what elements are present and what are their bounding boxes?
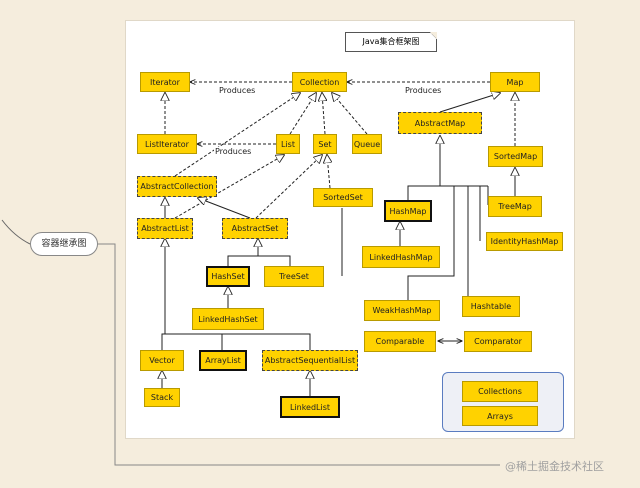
node-weakhashmap[interactable]: WeakHashMap [364, 300, 440, 321]
node-abstractsequentiallist[interactable]: AbstractSequentialList [262, 350, 358, 371]
edge-abslist-list [174, 155, 284, 219]
mind-map-node[interactable]: 容器继承图 [30, 232, 98, 256]
node-hashset[interactable]: HashSet [206, 266, 250, 287]
node-list[interactable]: List [276, 134, 300, 154]
node-comparable[interactable]: Comparable [364, 331, 436, 352]
node-queue[interactable]: Queue [352, 134, 382, 154]
edge-abslist-children [161, 240, 311, 350]
edge-absmap-map [439, 93, 500, 113]
edge-list-collection [289, 93, 316, 135]
edge-abscoll-collection [174, 93, 300, 177]
node-comparator[interactable]: Comparator [464, 331, 532, 352]
edge-label-produces-mid: Produces [214, 147, 253, 156]
node-arraylist[interactable]: ArrayList [199, 350, 247, 371]
node-arrays[interactable]: Arrays [462, 406, 538, 426]
node-abstractmap[interactable]: AbstractMap [398, 112, 482, 134]
node-iterator[interactable]: Iterator [140, 72, 190, 92]
watermark: @稀土掘金技术社区 [505, 460, 604, 473]
edge-absset-set [255, 155, 322, 219]
node-vector[interactable]: Vector [140, 350, 184, 371]
edge-label-produces-right: Produces [404, 86, 443, 95]
edge-absset-abscoll [198, 198, 251, 219]
node-abstractcollection[interactable]: AbstractCollection [137, 176, 217, 197]
edge-sortedset-set [327, 155, 330, 189]
node-set[interactable]: Set [313, 134, 337, 154]
mind-link-bottom [98, 243, 500, 466]
node-treeset[interactable]: TreeSet [264, 266, 324, 287]
node-stack[interactable]: Stack [144, 388, 180, 407]
node-identityhashmap[interactable]: IdentityHashMap [486, 232, 563, 251]
node-listiterator[interactable]: ListIterator [137, 134, 197, 154]
node-treemap[interactable]: TreeMap [488, 196, 542, 217]
edge-label-produces-left: Produces [218, 86, 257, 95]
edge-absmap-children [407, 136, 489, 300]
edge-set-collection [322, 93, 325, 135]
node-collections[interactable]: Collections [462, 381, 538, 402]
edge-absset-children [227, 240, 291, 266]
node-abstractlist[interactable]: AbstractList [137, 218, 193, 239]
edge-queue-collection [332, 93, 368, 135]
node-hashtable[interactable]: Hashtable [462, 296, 520, 317]
node-linkedhashmap[interactable]: LinkedHashMap [362, 246, 440, 268]
node-sortedmap[interactable]: SortedMap [488, 146, 543, 167]
node-abstractset[interactable]: AbstractSet [222, 218, 288, 239]
node-hashmap[interactable]: HashMap [384, 200, 432, 222]
node-linkedlist[interactable]: LinkedList [280, 396, 340, 418]
node-linkedhashset[interactable]: LinkedHashSet [192, 308, 264, 330]
node-collection[interactable]: Collection [292, 72, 347, 92]
node-map[interactable]: Map [490, 72, 540, 92]
diagram-title: Java集合框架图 [345, 32, 437, 52]
mind-link-top [1, 219, 31, 245]
node-sortedset[interactable]: SortedSet [313, 188, 373, 207]
